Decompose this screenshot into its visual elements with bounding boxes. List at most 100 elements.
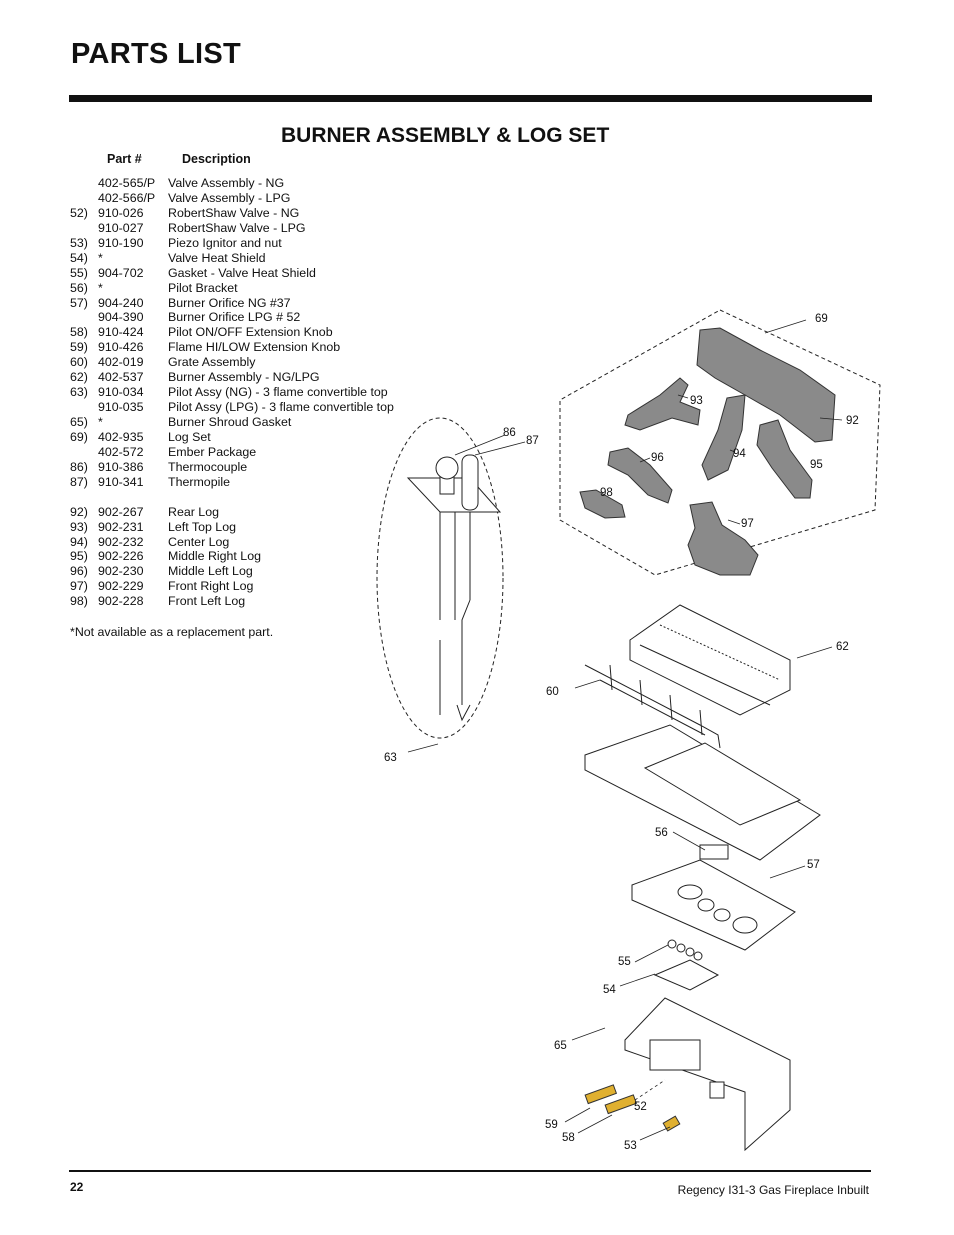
item-number: 69) — [70, 429, 88, 444]
parts-row: 86) 910-386 Thermocouple — [70, 460, 394, 475]
part-number: 402-566/P — [98, 190, 156, 205]
part-number: 902-230 — [98, 564, 144, 579]
log-set-outline — [559, 309, 881, 576]
item-number: 95) — [70, 549, 88, 564]
front-left-log — [579, 489, 626, 519]
part-number: 402-019 — [98, 355, 144, 370]
part-number: 904-390 — [98, 310, 144, 325]
item-number: 56) — [70, 280, 88, 295]
callout-95: 95 — [810, 459, 823, 471]
item-number: 92) — [70, 504, 88, 519]
part-description: Left Top Log — [168, 519, 236, 534]
part-description: Center Log — [168, 534, 230, 549]
callout-93: 93 — [690, 395, 703, 407]
callout-62: 62 — [836, 641, 849, 653]
part-number: 904-240 — [98, 295, 144, 310]
item-number: 60) — [70, 355, 88, 370]
item-number: 63) — [70, 385, 88, 400]
footer-rule — [69, 1170, 871, 1172]
burner-assembly — [629, 604, 791, 716]
parts-row: 55) 904-702 Gasket - Valve Heat Shield — [70, 266, 394, 281]
item-number: 87) — [70, 474, 88, 489]
item-number: 94) — [70, 534, 88, 549]
callout-55: 55 — [618, 956, 631, 968]
grate — [584, 664, 721, 749]
part-number: 910-034 — [98, 385, 144, 400]
part-number: 910-190 — [98, 235, 144, 250]
item-number: 96) — [70, 564, 88, 579]
parts-row: 96) 902-230 Middle Left Log — [70, 564, 394, 579]
callout-52: 52 — [634, 1101, 647, 1113]
part-description: Middle Right Log — [168, 549, 261, 564]
header-rule — [69, 95, 872, 102]
part-number: 902-228 — [98, 594, 144, 609]
part-description: Grate Assembly — [168, 355, 256, 370]
callout-56: 56 — [655, 827, 668, 839]
item-number: 97) — [70, 579, 88, 594]
part-description: Thermocouple — [168, 459, 248, 474]
part-number: 902-231 — [98, 519, 144, 534]
part-number: 910-386 — [98, 459, 144, 474]
parts-row: 53) 910-190 Piezo Ignitor and nut — [70, 236, 394, 251]
part-number: 910-027 — [98, 220, 144, 235]
part-description: Front Right Log — [168, 579, 254, 594]
callout-65: 65 — [554, 1040, 567, 1052]
part-description: Piezo Ignitor and nut — [168, 235, 282, 250]
section-title: BURNER ASSEMBLY & LOG SET — [281, 124, 610, 147]
left-top-log — [624, 377, 701, 431]
item-number: 65) — [70, 415, 88, 429]
part-description: Gasket - Valve Heat Shield — [168, 265, 316, 280]
item-number: 86) — [70, 459, 88, 474]
part-description: RobertShaw Valve - NG — [168, 205, 300, 220]
parts-row: 56)*Pilot Bracket — [70, 281, 394, 296]
part-description: Rear Log — [168, 504, 219, 519]
part-number: * — [98, 250, 103, 265]
part-description: Thermopile — [168, 474, 230, 489]
part-number: 402-565/P — [98, 176, 156, 190]
part-description: Pilot ON/OFF Extension Knob — [168, 325, 333, 340]
part-number: 904-702 — [98, 265, 144, 280]
part-description: Valve Heat Shield — [168, 250, 266, 265]
part-number: 910-424 — [98, 325, 144, 340]
part-description: Middle Left Log — [168, 564, 253, 579]
part-number: 402-935 — [98, 429, 144, 444]
parts-row: 69) 402-935 Log Set — [70, 430, 394, 445]
part-description: Log Set — [168, 429, 211, 444]
callout-57: 57 — [807, 859, 820, 871]
footnote: *Not available as a replacement part. — [70, 625, 274, 639]
part-number: 402-537 — [98, 370, 144, 385]
part-number: * — [98, 415, 103, 429]
part-description: Burner Assembly - NG/LPG — [168, 370, 320, 385]
callout-54: 54 — [603, 984, 616, 996]
callout-98: 98 — [600, 487, 613, 499]
part-number: 910-035 — [98, 400, 144, 415]
callout-69: 69 — [815, 313, 828, 325]
rear-log — [696, 327, 836, 443]
item-number: 55) — [70, 265, 88, 280]
part-number: 902-267 — [98, 504, 144, 519]
front-right-log — [687, 501, 759, 576]
part-number-header: Part # — [107, 152, 142, 166]
parts-row: 60) 402-019 Grate Assembly — [70, 355, 394, 370]
callout-94: 94 — [733, 448, 746, 460]
callout-86: 86 — [503, 427, 516, 439]
part-description: Burner Shroud Gasket — [168, 415, 292, 429]
item-number: 93) — [70, 519, 88, 534]
item-number: 53) — [70, 235, 88, 250]
description-header: Description — [182, 152, 251, 166]
page-number: 22 — [70, 1180, 84, 1194]
part-description: Ember Package — [168, 444, 257, 459]
